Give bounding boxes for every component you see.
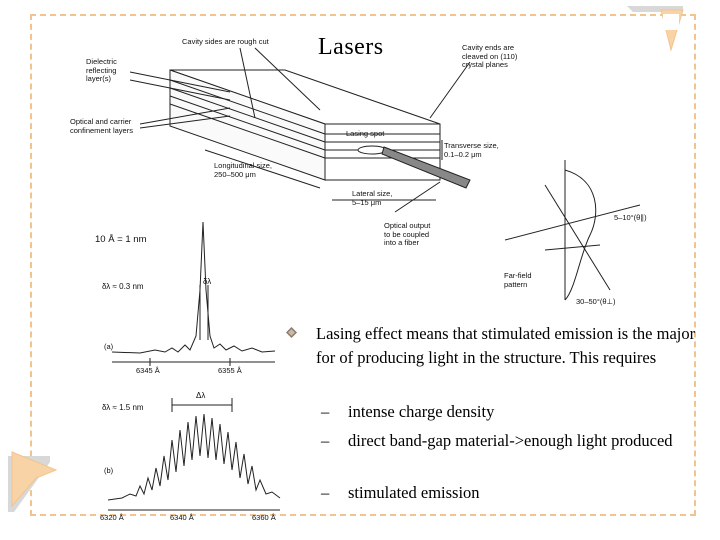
sub-item: –stimulated emission xyxy=(321,481,480,505)
sub-item-dash: – xyxy=(321,483,330,502)
label-lateral: Lateral size, 5–15 μm xyxy=(352,189,393,207)
bottom-spectrum-tick-mid: 6340 Å xyxy=(170,513,194,522)
label-angle-small: 5–10°(θ∥) xyxy=(614,213,647,222)
laser-device-diagram xyxy=(129,47,641,301)
corner-decoration-bottom-left xyxy=(8,451,58,512)
bottom-spectrum-linewidth: δλ ≈ 1.5 nm xyxy=(102,403,144,412)
top-spectrum-linewidth: δλ ≈ 0.3 nm xyxy=(102,282,144,291)
spectrum-scale-label: 10 Å = 1 nm xyxy=(95,234,147,245)
slide-title: Lasers xyxy=(318,34,384,60)
label-transverse: Transverse size, 0.1–0.2 μm xyxy=(444,141,499,159)
sub-item-text: intense charge density xyxy=(348,402,495,421)
slide-frame xyxy=(30,14,696,516)
label-cavity-sides: Cavity sides are rough cut xyxy=(182,37,269,46)
top-spectrum-tag: (a) xyxy=(104,342,114,351)
bottom-spectrum-tag: (b) xyxy=(104,466,114,475)
label-far-field: Far-field pattern xyxy=(504,271,532,289)
bottom-spectrum-tick-right: 6360 Å xyxy=(252,513,276,522)
sub-item: –intense charge density xyxy=(321,400,494,424)
label-lasing-spot: Lasing spot xyxy=(346,129,385,138)
label-dielectric: Dielectric reflecting layer(s) xyxy=(86,57,117,83)
top-spectrum-delta: δλ xyxy=(203,277,212,286)
top-spectrum-tick-left: 6345 Å xyxy=(136,366,160,375)
top-spectrum-tick-right: 6355 Å xyxy=(218,366,242,375)
label-optical-output: Optical output to be coupled into a fibe… xyxy=(384,221,431,247)
label-cavity-ends: Cavity ends are cleaved on (110) crystal… xyxy=(462,43,518,69)
bottom-spectrum-tick-left: 6320 Å xyxy=(100,513,124,522)
sub-item-text: direct band-gap material->enough light p… xyxy=(348,431,673,450)
bullet-diamond-icon xyxy=(286,327,297,338)
sub-item: –direct band-gap material->enough light … xyxy=(321,429,673,453)
emission-spectra xyxy=(107,221,281,511)
label-longitudinal: Longitudinal size, 250–500 μm xyxy=(214,161,272,179)
label-angle-large: 30–50°(θ⊥) xyxy=(576,297,616,306)
sub-item-text: stimulated emission xyxy=(348,483,480,502)
sub-item-dash: – xyxy=(321,402,330,421)
label-confinement: Optical and carrier confinement layers xyxy=(70,117,133,135)
sub-item-dash: – xyxy=(321,431,330,450)
corner-decoration-top-right xyxy=(627,6,684,52)
bottom-spectrum-delta: Δλ xyxy=(196,391,206,400)
bullet-main-text: Lasing effect means that stimulated emis… xyxy=(316,324,696,367)
